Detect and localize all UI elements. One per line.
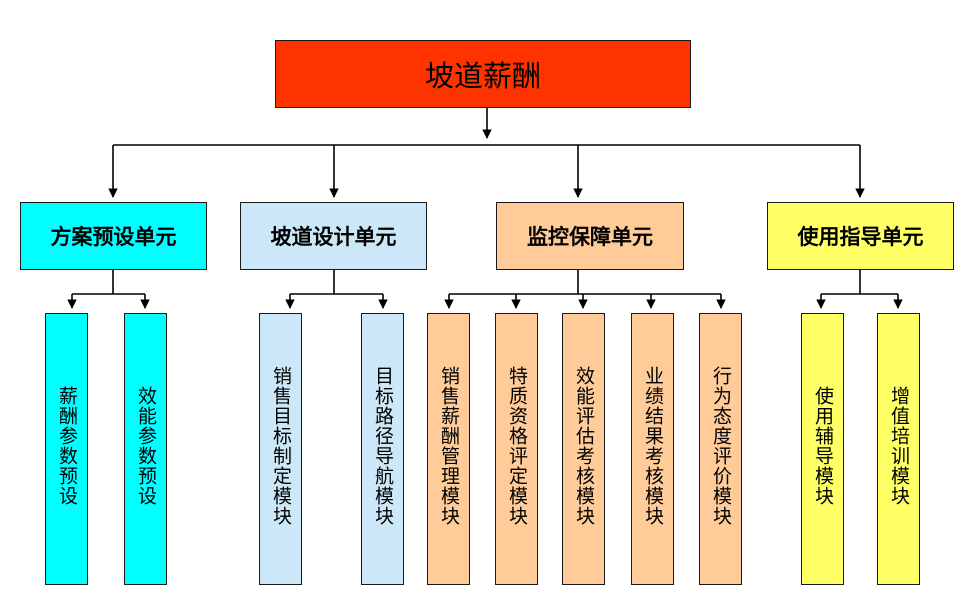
unit-scheme-preset: 方案预设单元 xyxy=(20,202,207,270)
module-label: 薪酬参数预设 xyxy=(56,386,78,506)
module-label: 特质资格评定模块 xyxy=(506,366,528,526)
module-label: 效能参数预设 xyxy=(135,386,157,506)
module-salary-parameter-preset: 薪酬参数预设 xyxy=(45,313,88,585)
module-label: 销售薪酬管理模块 xyxy=(438,366,460,526)
module-sales-target-setting: 销售目标制定模块 xyxy=(259,313,302,585)
module-label: 销售目标制定模块 xyxy=(270,366,292,526)
module-label: 使用辅导模块 xyxy=(812,386,834,506)
module-behavior-attitude-evaluation: 行为态度评价模块 xyxy=(699,313,742,585)
root-label: 坡道薪酬 xyxy=(424,59,541,93)
root-node: 坡道薪酬 xyxy=(275,40,691,108)
module-efficiency-parameter-preset: 效能参数预设 xyxy=(124,313,167,585)
unit-usage-guidance: 使用指导单元 xyxy=(767,202,954,270)
module-label: 行为态度评价模块 xyxy=(710,366,732,526)
module-usage-coaching: 使用辅导模块 xyxy=(801,313,844,585)
unit-ramp-design: 坡道设计单元 xyxy=(240,202,427,270)
unit-label: 监控保障单元 xyxy=(527,225,653,249)
unit-label: 坡道设计单元 xyxy=(270,225,397,249)
module-performance-assessment: 业绩结果考核模块 xyxy=(631,313,674,585)
module-label: 效能评估考核模块 xyxy=(573,366,595,526)
module-efficiency-assessment: 效能评估考核模块 xyxy=(562,313,605,585)
unit-label: 方案预设单元 xyxy=(50,225,177,249)
unit-monitoring: 监控保障单元 xyxy=(496,202,684,270)
module-label: 目标路径导航模块 xyxy=(372,366,394,526)
module-label: 增值培训模块 xyxy=(888,386,910,506)
unit-label: 使用指导单元 xyxy=(797,225,924,249)
module-target-path-navigation: 目标路径导航模块 xyxy=(361,313,404,585)
module-value-added-training: 增值培训模块 xyxy=(877,313,920,585)
module-label: 业绩结果考核模块 xyxy=(642,366,664,526)
module-trait-qualification: 特质资格评定模块 xyxy=(495,313,538,585)
module-sales-salary-management: 销售薪酬管理模块 xyxy=(427,313,470,585)
